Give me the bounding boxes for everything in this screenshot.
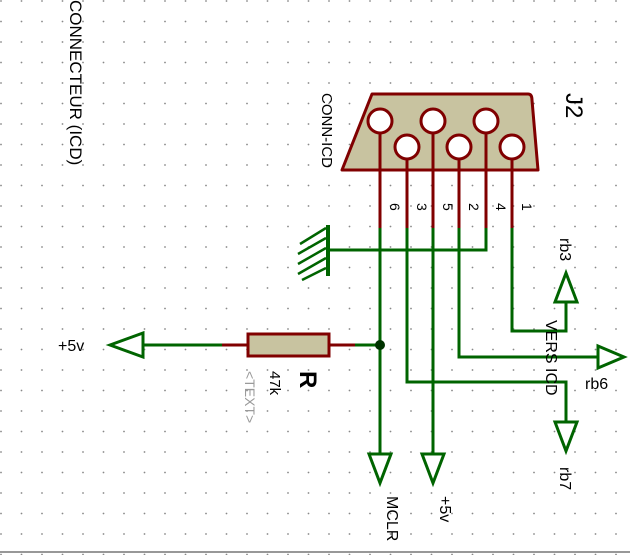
rb3-terminal[interactable]: rb3 [552,238,580,304]
connector-j2[interactable]: J2 CONN-ICD 1 4 2 5 3 [318,92,587,228]
rb3-label: rb3 [556,238,573,261]
pin-number: 1 [519,203,535,211]
resistor-body [246,332,331,358]
resistor-value: 47k [266,371,283,396]
supply-left-label: +5v [58,338,84,355]
wires [143,228,598,454]
rb7-terminal[interactable]: rb7 [552,420,580,490]
arrow-down-icon [366,452,394,488]
pin-number: 4 [493,203,509,211]
pin-number: 5 [440,203,456,211]
resistor-ref: R [294,371,321,388]
supply-bottom-label: +5v [436,496,453,522]
rb7-label: rb7 [556,467,573,490]
junction-dot [375,340,385,350]
resistor-r[interactable]: R 47k <TEXT> [222,332,355,423]
rb6-label: rb6 [585,376,608,393]
arrow-right-icon [596,343,628,371]
mclr-label: MCLR [383,496,400,541]
arrow-down-icon [552,420,580,456]
arrow-down-icon [419,452,447,488]
pin-number: 2 [466,203,482,211]
rb6-terminal[interactable]: rb6 [585,343,628,393]
power-terminal-bottom[interactable]: +5v [419,452,453,522]
connector-pin-leads [378,134,514,228]
resistor-text-placeholder: <TEXT> [242,371,258,423]
pin-number: 3 [414,203,430,211]
pin-number: 6 [387,203,403,211]
arrow-up-icon [552,268,580,304]
connector-value: CONN-ICD [318,93,335,168]
power-terminal-left[interactable]: +5v [58,330,145,360]
vers-icd-label: VERS ICD [542,320,559,396]
connector-pin-holes [366,107,526,161]
connector-ref: J2 [560,93,587,118]
ground-symbol [297,225,330,282]
mclr-terminal[interactable]: MCLR [366,452,400,541]
sheet-title: CONNECTEUR (ICD) [66,0,85,165]
arrow-left-icon [105,330,145,360]
